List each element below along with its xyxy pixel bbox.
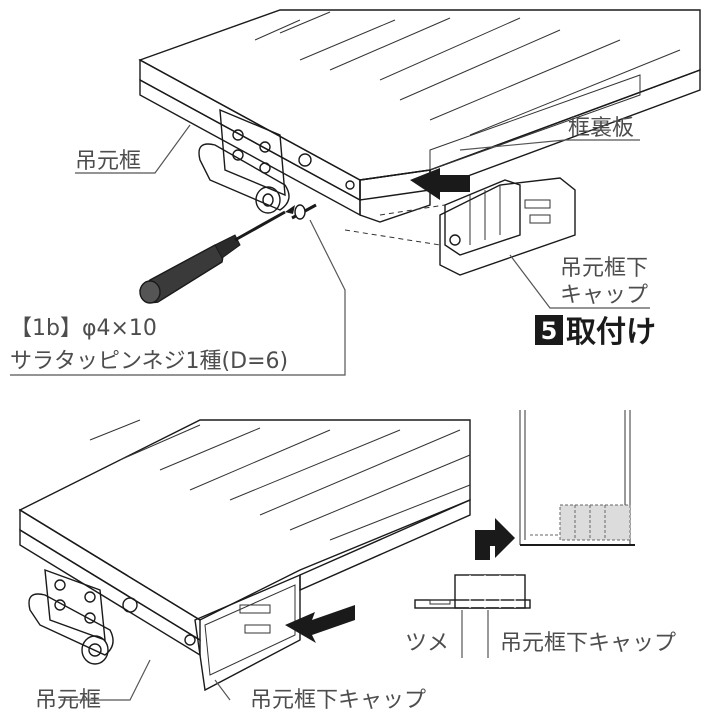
- label-bottom-cap-detail: 吊元框下キャップ: [500, 631, 676, 656]
- label-screw-spec-line2: サラタッピンネジ1種(D=6): [10, 349, 288, 374]
- label-frame-back-plate: 框裏板: [568, 116, 634, 141]
- label-claw: ツメ: [405, 631, 449, 656]
- label-bottom-cap-top-line1: 吊元框下: [560, 256, 648, 281]
- detail-view: [414, 410, 635, 609]
- label-bottom-cap-top-line2: キャップ: [560, 283, 648, 308]
- label-screw-spec-line1: 【1b】φ4×10: [10, 316, 157, 341]
- bottom-assembly-illustration: [18, 419, 471, 692]
- step-title: 取付け: [566, 315, 656, 350]
- screwdriver-icon: [139, 205, 295, 304]
- step-heading: 5 取付け: [535, 315, 656, 350]
- label-bottom-cap-bottom: 吊元框下キャップ: [250, 688, 426, 713]
- screw-icon: [291, 203, 317, 220]
- insert-arrow-icon: [410, 168, 470, 200]
- bottom-cap-part-top: [439, 177, 576, 276]
- label-hanging-frame-bottom: 吊元框: [35, 688, 101, 713]
- step-number: 5: [541, 317, 558, 345]
- turn-arrow-icon: [475, 518, 515, 560]
- label-hanging-frame-top: 吊元框: [75, 149, 141, 174]
- push-arrow-icon: [285, 605, 355, 643]
- leader-lines: [10, 124, 650, 701]
- step-number-badge: [535, 315, 563, 345]
